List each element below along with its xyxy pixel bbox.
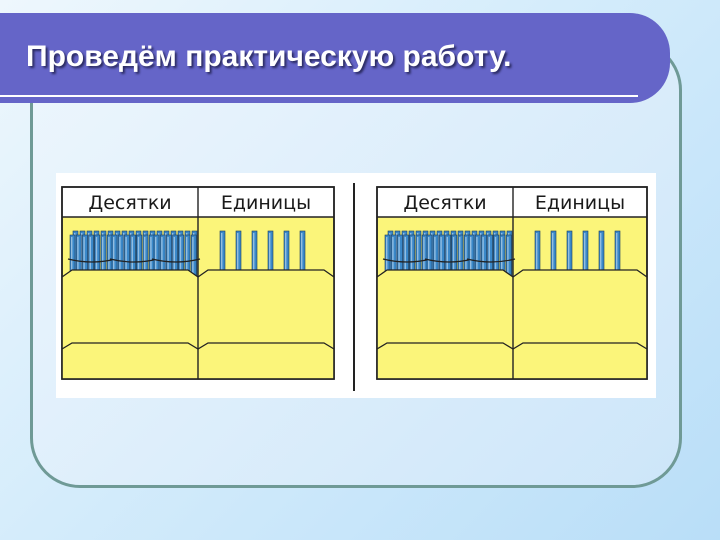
panel-2-blue-ten-bundle-stick-shine [398,237,400,279]
panel-2-blue-ten-bundle-stick-shine [423,237,425,279]
panel-2-blue-unit-stick-shine [536,233,538,279]
panel-1-blue-ten-bundle-stick-shine [186,237,188,279]
panel-1-blue-ten-bundle-stick-shine [150,237,152,279]
panel-1-blue-ten-bundle-stick-shine [179,237,182,279]
panel-2-blue-unit-stick-shine [584,233,586,279]
panel-1-blue-ten-bundle-stick-shine [131,237,133,279]
panel-1-blue-unit-stick-shine [269,233,271,279]
panel-1-blue-ten-bundle-stick-shine [108,237,110,279]
place-value-drawing [56,173,656,398]
panel-1-blue-ten-bundle-stick-shine [119,237,121,279]
panel-2-blue-ten-bundle-stick-shine [476,237,478,279]
panel-2-blue-unit-stick-shine [568,233,570,279]
panel-2-blue-ten-bundle-stick-shine [410,237,413,279]
panel-2-blue-ten-bundle-stick-shine [404,237,406,279]
panel-2-blue-unit-stick-shine [616,233,618,279]
panel-1-blue-ten-bundle-stick-shine [77,237,79,279]
panel-1 [61,186,335,380]
panel-1-blue-ten-bundle-stick-shine [161,237,163,279]
panel-1-blue-ten-bundle-stick-shine [167,237,169,279]
panel-2-units-header: Единицы [534,192,626,214]
panel-2-blue-ten-bundle-back-stick-shine [396,233,398,275]
panel-2-blue-ten-bundle-back-stick-shine [480,233,482,275]
slide-title: Проведём практическую работу. [26,40,512,73]
panel-1-blue-ten-bundle-stick-shine [125,237,127,279]
title-banner [0,13,670,103]
panel-1-blue-ten-bundle-stick-shine [95,237,98,279]
panel-2-lower-pocket-front [377,343,647,379]
panel-2-blue-ten-bundle-stick-shine [428,237,430,279]
panel-2-blue-ten-bundle [466,230,516,282]
panel-1-blue-ten-bundle-stick-shine [155,237,157,279]
panel-2-outer-border [376,186,648,380]
panel-2 [376,186,648,380]
panel-2-blue-ten-bundle-stick-shine [488,237,490,279]
panel-2-blue-ten-bundle-stick-shine [434,237,436,279]
panel-1-blue-ten-bundle [151,230,201,282]
panel-1-units-header: Единицы [220,192,312,214]
panel-1-blue-ten-bundle-stick-shine [83,237,85,279]
panel-1-blue-ten-bundle-stick-shine [71,237,73,279]
panel-1-blue-ten-bundle-back-stick-shine [81,233,83,275]
panel-1-blue-ten-bundle-stick-shine [192,237,194,279]
panel-2-blue-ten-bundle-stick-shine [482,237,484,279]
panel-2-blue-ten-bundle-back-stick-shine [438,233,440,275]
panel-2-blue-ten-bundle-stick-shine [459,237,461,279]
panel-1-blue-ten-bundle-stick-shine [89,237,91,279]
panel-1-tens-header: Десятки [88,192,172,214]
panel-2-blue-ten-bundle-stick-shine [446,237,448,279]
panel-2-blue-ten-bundle-stick-shine [417,237,419,279]
panel-1-blue-ten-bundle-stick-shine [113,237,115,279]
panel-2-blue-unit-stick-shine [552,233,554,279]
panel-1-blue-ten-bundle-tie [151,258,201,263]
panel-2-blue-ten-bundle-stick-shine [392,237,394,279]
panel-2-blue-ten-bundle-tie [466,258,516,263]
panel-1-blue-unit-stick-shine [237,233,239,279]
panel-1-blue-ten-bundle [67,230,117,282]
panel-1-blue-unit-stick-shine [221,233,223,279]
panel-1-blue-unit-stick-shine [301,233,303,279]
panel-2-blue-ten-bundle-stick-shine [507,237,509,279]
place-value-illustration: Десятки Единицы Десятки Единицы [56,173,656,398]
panel-2-blue-ten-bundle-stick-shine [386,237,388,279]
panel-1-blue-ten-bundle-stick-shine [144,237,146,279]
panel-2-blue-ten-bundle-stick-shine [452,237,455,279]
panel-2-blue-ten-bundle [382,230,432,282]
panel-2-blue-ten-bundle-stick-shine [465,237,467,279]
panel-1-blue-ten-bundle-stick-shine [173,237,175,279]
panel-1-blue-unit-stick-shine [285,233,287,279]
panel-2-blue-ten-bundle-stick-shine [440,237,442,279]
panel-2-blue-unit-stick-shine [600,233,602,279]
panel-2-tens-header: Десятки [403,192,487,214]
panel-1-blue-ten-bundle-stick-shine [137,237,140,279]
panel-1-blue-ten-bundle-stick-shine [102,237,104,279]
panel-2-blue-ten-bundle-stick-shine [501,237,503,279]
panel-1-blue-ten-bundle-back-stick-shine [165,233,167,275]
panel-1-blue-ten-bundle-back-stick-shine [123,233,125,275]
panel-2-blue-ten-bundle-stick-shine [470,237,472,279]
panel-1-blue-unit-stick-shine [253,233,255,279]
panel-2-blue-ten-bundle-stick-shine [494,237,497,279]
panel-1-outer-border [61,186,335,380]
panel-2-blue-ten-bundle [424,230,474,282]
title-underline [0,95,638,97]
